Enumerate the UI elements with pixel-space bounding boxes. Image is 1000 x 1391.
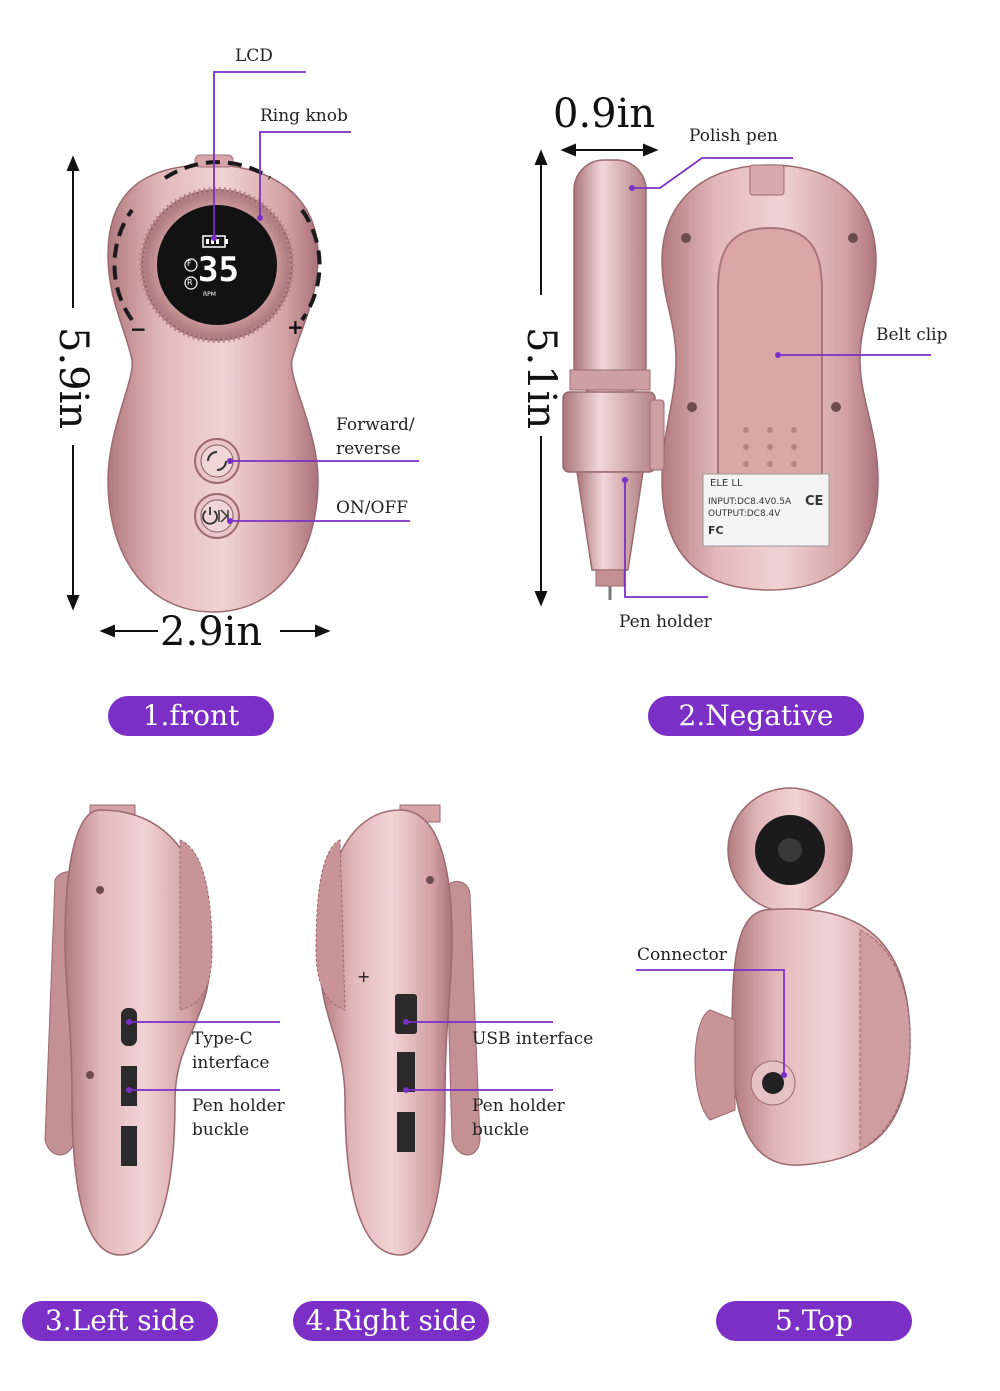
usb-port bbox=[395, 994, 417, 1034]
caption-front: 1.front bbox=[108, 696, 274, 736]
typec-label-2: interface bbox=[192, 1053, 270, 1073]
front-width-dimension: 2.9in bbox=[160, 609, 263, 655]
usb-label: USB interface bbox=[472, 1029, 594, 1049]
negative-leaders bbox=[624, 157, 931, 598]
belt-clip-label: Belt clip bbox=[876, 325, 948, 345]
reverse-icon bbox=[207, 451, 227, 471]
ce-mark: CE bbox=[805, 494, 824, 509]
left-buckle-label-2: buckle bbox=[192, 1120, 250, 1140]
plus-indicator: + bbox=[287, 315, 304, 339]
spec-line-1: ELE LL bbox=[710, 478, 743, 489]
negative-dimension-lines bbox=[534, 143, 659, 607]
front-device bbox=[107, 154, 322, 613]
spec-line-2: INPUT:DC8.4V0.5A bbox=[708, 497, 792, 507]
lcd-display-value: 35 bbox=[198, 250, 239, 290]
forward-reverse-label-2: reverse bbox=[336, 439, 401, 459]
back-device bbox=[562, 159, 879, 600]
fc-mark: FC bbox=[708, 524, 724, 537]
belt-clip bbox=[717, 226, 823, 514]
lcd-rpm-unit: RPM bbox=[203, 291, 216, 298]
pen-holder-label: Pen holder bbox=[619, 612, 712, 632]
right-side-device bbox=[315, 804, 481, 1256]
forward-reverse-label-1: Forward/ bbox=[336, 415, 415, 435]
right-plus-mark: + bbox=[357, 967, 371, 986]
lcd-label: LCD bbox=[235, 46, 273, 66]
lcd-screen bbox=[157, 205, 277, 325]
spec-line-3: OUTPUT:DC8.4V bbox=[708, 509, 781, 519]
polish-pen bbox=[573, 159, 647, 397]
onoff-label: ON/OFF bbox=[336, 498, 409, 518]
mode-r: R bbox=[187, 278, 193, 287]
front-height-dimension: 5.9in bbox=[50, 327, 96, 430]
front-dimension-lines bbox=[66, 155, 331, 638]
back-height-dimension: 5.1in bbox=[518, 327, 564, 430]
pen-holder bbox=[562, 391, 656, 473]
typec-port bbox=[121, 1008, 137, 1046]
typec-label-1: Type-C bbox=[192, 1029, 253, 1049]
polish-pen-label: Polish pen bbox=[689, 126, 778, 146]
pen-width-dimension: 0.9in bbox=[553, 91, 656, 137]
left-side-device bbox=[44, 804, 213, 1256]
right-buckle-label-1: Pen holder bbox=[472, 1096, 565, 1116]
front-leaders bbox=[213, 71, 419, 522]
caption-top: 5.Top bbox=[716, 1301, 912, 1341]
minus-indicator: − bbox=[130, 317, 147, 341]
caption-negative: 2.Negative bbox=[648, 696, 864, 736]
spec-sticker bbox=[702, 473, 830, 547]
top-device bbox=[694, 787, 911, 1166]
caption-right-side: 4.Right side bbox=[293, 1301, 489, 1341]
caption-left-side: 3.Left side bbox=[22, 1301, 218, 1341]
right-buckle-label-2: buckle bbox=[472, 1120, 530, 1140]
left-buckle-label-1: Pen holder bbox=[192, 1096, 285, 1116]
ring-knob-label: Ring knob bbox=[260, 106, 348, 126]
mode-f: F bbox=[187, 259, 192, 268]
connector-label: Connector bbox=[637, 945, 727, 965]
power-icon bbox=[202, 507, 218, 525]
